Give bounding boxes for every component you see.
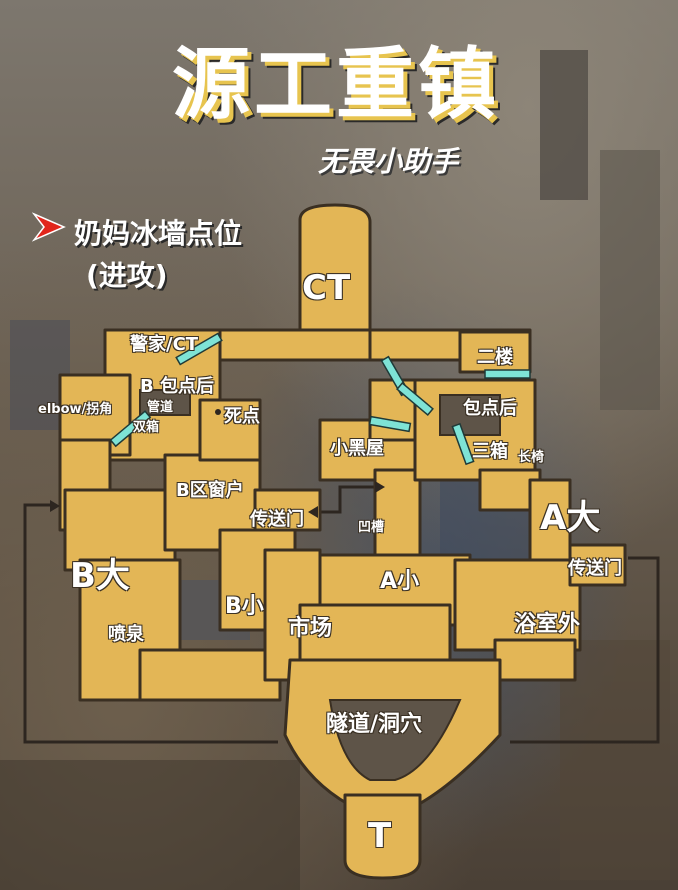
label-dark-room: 小黑屋 bbox=[330, 438, 384, 459]
label-fountain: 喷泉 bbox=[108, 624, 144, 645]
label-b-window: B区窗户 bbox=[176, 480, 244, 501]
red-arrow-icon bbox=[32, 212, 66, 242]
label-teleporter-left: 传送门 bbox=[250, 509, 304, 530]
map-walkable-area bbox=[58, 203, 627, 880]
label-dead-spot: 死点 bbox=[224, 406, 260, 427]
label-teleporter-right: 传送门 bbox=[568, 558, 622, 579]
label-b-short: B小 bbox=[225, 594, 264, 619]
dead-spot-marker bbox=[215, 409, 221, 415]
subtitle: 无畏小助手 bbox=[318, 145, 459, 178]
label-police-ct: 警家/CT bbox=[130, 334, 199, 355]
legend-subtitle: (进攻) bbox=[86, 259, 168, 292]
label-groove: 凹槽 bbox=[358, 520, 385, 535]
teleporter-door-icon bbox=[50, 481, 385, 518]
map-obstacle bbox=[139, 389, 501, 781]
label-b-main: B大 bbox=[70, 556, 130, 596]
teleporter-line bbox=[23, 485, 660, 744]
label-elbow: elbow/拐角 bbox=[38, 402, 113, 417]
label-a-main: A大 bbox=[540, 498, 601, 538]
map-title: 源工重镇 bbox=[172, 40, 501, 130]
label-a-short: A小 bbox=[380, 569, 420, 594]
label-bath-outside: 浴室外 bbox=[514, 612, 581, 637]
label-long-bench: 长椅 bbox=[518, 450, 545, 465]
label-second-floor: 二楼 bbox=[477, 347, 513, 368]
label-market: 市场 bbox=[288, 616, 333, 641]
ice-wall-marks bbox=[109, 332, 531, 466]
label-triple-box: 三箱 bbox=[472, 441, 508, 462]
label-double-box: 双箱 bbox=[133, 420, 160, 435]
label-a-site: 包点后 bbox=[463, 398, 517, 419]
legend-title: 奶妈冰墙点位 bbox=[74, 217, 243, 250]
label-pipe: 管道 bbox=[147, 400, 174, 415]
label-t: T bbox=[368, 816, 392, 856]
label-ct: CT bbox=[302, 268, 351, 308]
label-b-site: B 包点后 bbox=[140, 376, 214, 397]
label-tunnel: 隧道/洞穴 bbox=[326, 712, 423, 737]
